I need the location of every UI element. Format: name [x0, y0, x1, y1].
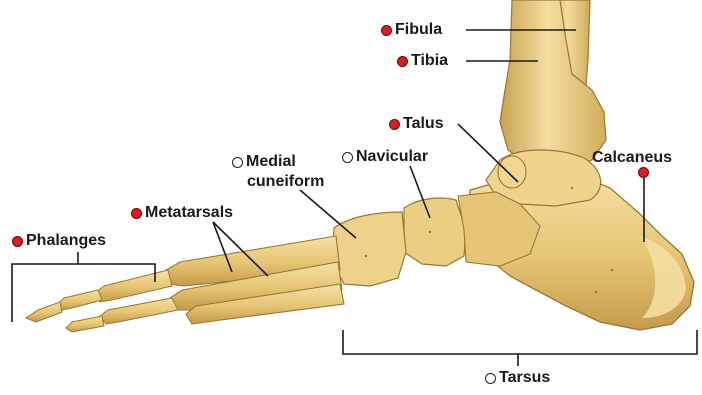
marker-red-dot: [397, 56, 408, 67]
label-navicular-text: Navicular: [356, 148, 428, 165]
phalanx-proximal-1: [96, 270, 172, 302]
marker-red-dot: [389, 119, 400, 130]
label-fibula-text: Fibula: [395, 21, 442, 38]
talus-head: [498, 156, 526, 188]
label-tibia-text: Tibia: [411, 52, 448, 69]
label-fibula: Fibula: [381, 22, 442, 38]
phalanx-proximal-2: [100, 298, 178, 324]
label-tarsus-text: Tarsus: [499, 369, 550, 386]
label-talus-text: Talus: [403, 115, 444, 132]
label-metatarsals: Metatarsals: [131, 205, 233, 221]
bone-texture-dot: [571, 187, 573, 189]
navicular-bone: [404, 198, 466, 266]
label-phalanges: Phalanges: [12, 233, 106, 249]
label-navicular: Navicular: [342, 149, 428, 165]
label-phalanges-text: Phalanges: [26, 232, 106, 249]
bone-texture-dot: [611, 269, 613, 271]
phalanx-middle-1: [58, 290, 102, 310]
label-tibia: Tibia: [397, 53, 448, 69]
medial-cuneiform-bone: [332, 212, 406, 286]
phalanx-middle-2: [66, 316, 104, 332]
tibia-bone: [500, 0, 606, 170]
bone-texture-dot: [429, 231, 431, 233]
label-calcaneus: Calcaneus: [592, 150, 672, 166]
bone-texture-dot: [365, 255, 367, 257]
tarsus-bracket: [343, 330, 697, 354]
marker-open-circle: [342, 152, 353, 163]
label-talus: Talus: [389, 116, 444, 132]
label-tarsus: Tarsus: [485, 370, 550, 386]
marker-open-circle: [232, 157, 243, 168]
marker-red-dot: [12, 236, 23, 247]
medial-cuneiform-leader-line: [300, 190, 356, 238]
label-medial-cuneiform-line1: Medial: [246, 153, 296, 170]
marker-open-circle: [485, 373, 496, 384]
label-medial-cuneiform: Medial cuneiform: [232, 152, 324, 192]
bone-texture-dot: [595, 291, 597, 293]
marker-red-dot: [131, 208, 142, 219]
label-metatarsals-text: Metatarsals: [145, 204, 233, 221]
label-medial-cuneiform-line2: cuneiform: [232, 173, 324, 190]
marker-red-dot: [381, 25, 392, 36]
label-calcaneus-text: Calcaneus: [592, 149, 672, 166]
phalanx-distal-1: [26, 302, 62, 322]
calcaneus-marker-red-dot: [638, 167, 649, 178]
